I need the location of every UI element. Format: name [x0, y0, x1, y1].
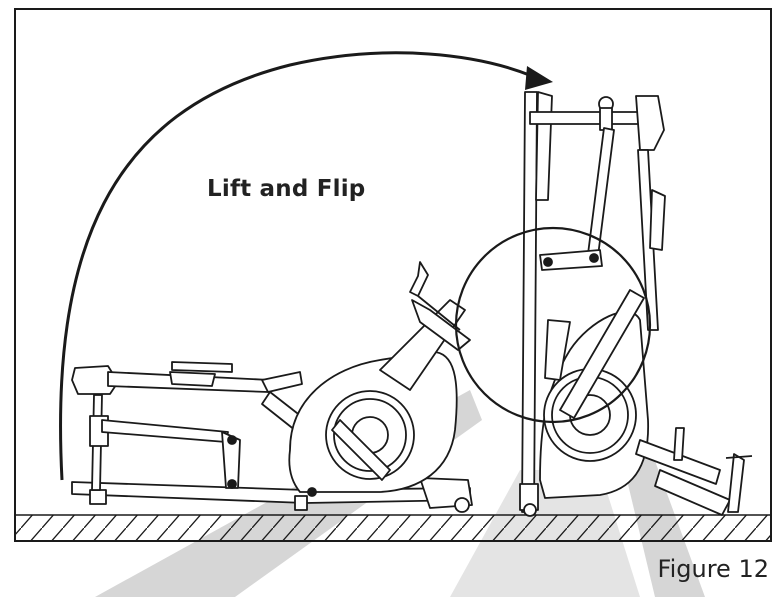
machine-folded-flat	[71, 261, 473, 513]
curved-arrow-icon	[59, 51, 553, 481]
annotation-lift-and-flip: Lift and Flip	[207, 176, 366, 202]
figure-caption: Figure 12	[657, 555, 769, 583]
machine-flipped-upright	[519, 91, 753, 517]
magnifier-circle-icon	[454, 226, 652, 424]
floor	[15, 514, 771, 541]
